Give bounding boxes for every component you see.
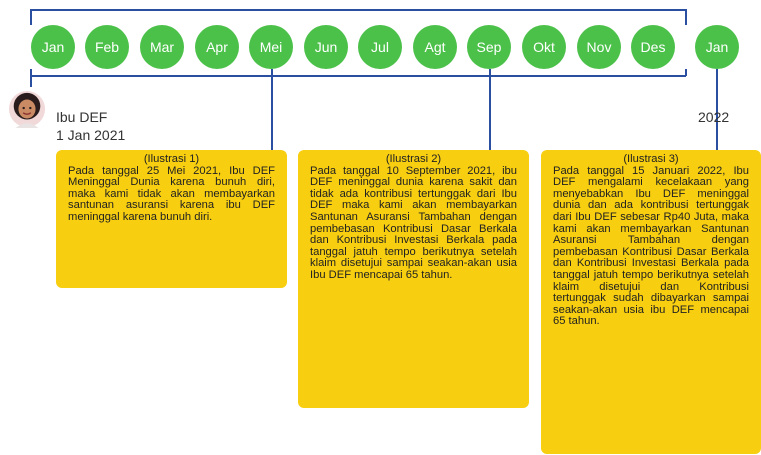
connector-illustration-2 — [489, 69, 491, 150]
month-circle-jan-next: Jan — [695, 25, 739, 69]
month-circle-mei: Mei — [249, 25, 293, 69]
month-circle-feb: Feb — [85, 25, 129, 69]
illustration-text: Pada tanggal 10 September 2021, ibu DEF … — [310, 164, 517, 281]
woman-avatar-icon — [8, 90, 46, 128]
illustration-text: Pada tanggal 25 Mei 2021, Ibu DEF Mening… — [68, 164, 275, 223]
illustration-card-3: (Ilustrasi 3) Pada tanggal 15 Januari 20… — [541, 150, 761, 454]
connector-illustration-1 — [271, 69, 273, 150]
illustration-card-1: (Ilustrasi 1) Pada tanggal 25 Mei 2021, … — [56, 150, 287, 288]
timeline-bottom-left-tick — [30, 69, 32, 87]
month-circle-jun: Jun — [304, 25, 348, 69]
month-circle-sep: Sep — [467, 25, 511, 69]
month-circle-apr: Apr — [195, 25, 239, 69]
timeline-top-line — [30, 9, 686, 11]
connector-illustration-3 — [716, 69, 718, 150]
timeline-bottom-line — [30, 75, 686, 77]
illustration-title: (Ilustrasi 2) — [385, 153, 442, 165]
person-start-date: 1 Jan 2021 — [56, 127, 126, 143]
timeline-left-tick — [30, 9, 32, 25]
month-circle-mar: Mar — [140, 25, 184, 69]
month-circle-des: Des — [631, 25, 675, 69]
month-circle-agt: Agt — [413, 25, 457, 69]
month-circle-jan: Jan — [31, 25, 75, 69]
month-circle-jul: Jul — [358, 25, 402, 69]
illustration-card-2: (Ilustrasi 2) Pada tanggal 10 September … — [298, 150, 529, 408]
person-name: Ibu DEF — [56, 109, 108, 125]
timeline-bottom-right-tick — [685, 69, 687, 76]
illustration-title: (Ilustrasi 1) — [143, 153, 200, 165]
year-label: 2022 — [698, 109, 730, 125]
timeline-right-tick — [685, 9, 687, 25]
illustration-text: Pada tanggal 15 Januari 2022, Ibu DEF me… — [553, 164, 749, 328]
month-circle-okt: Okt — [522, 25, 566, 69]
illustration-title: (Ilustrasi 3) — [623, 153, 679, 165]
month-circle-nov: Nov — [577, 25, 621, 69]
